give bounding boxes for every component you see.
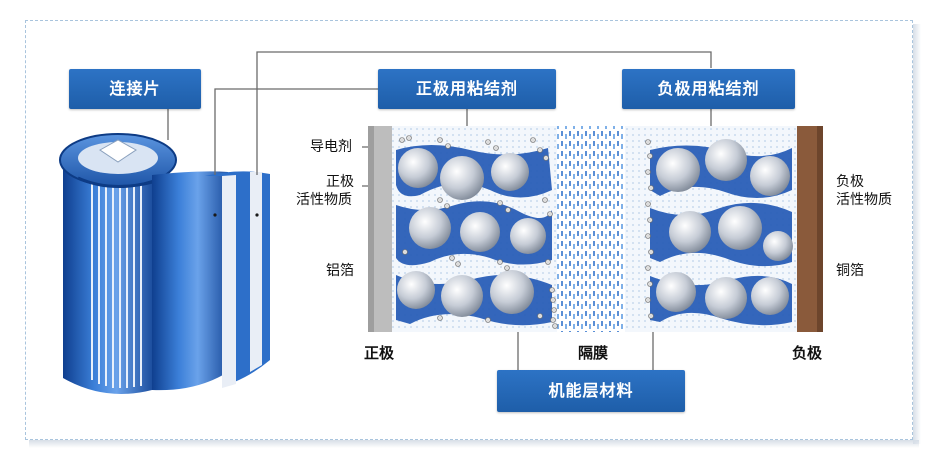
- connector-label-box: 连接片: [69, 69, 201, 109]
- functional-layer-label-box: 机能层材料: [497, 370, 685, 412]
- anode-active-annotation-line2: 活性物质: [836, 192, 892, 208]
- copper-foil-annotation: 铜箔: [836, 263, 864, 279]
- conductive-agent-annotation: 导电剂: [310, 139, 352, 155]
- frame-shadow-bottom: [29, 440, 919, 448]
- cathode-binder-label: 正极用粘结剂: [415, 79, 518, 98]
- cathode-active-annotation-line2: 活性物质: [296, 192, 352, 208]
- aluminum-foil-annotation: 铝箔: [326, 263, 354, 279]
- battery-cell-illustration: [59, 133, 270, 394]
- anode-active-annotation-line1: 负极: [836, 174, 864, 190]
- frame-shadow-right: [913, 24, 921, 444]
- electrode-cross-section: [368, 126, 823, 332]
- separator-label: 隔膜: [578, 344, 609, 362]
- connector-label: 连接片: [109, 79, 161, 98]
- anode-label: 负极: [792, 344, 823, 362]
- cathode-binder-label-box: 正极用粘结剂: [378, 69, 556, 109]
- functional-layer-label: 机能层材料: [548, 381, 634, 400]
- cathode-active-annotation-line1: 正极: [326, 174, 354, 190]
- cathode-label: 正极: [364, 344, 395, 362]
- anode-binder-label: 负极用粘结剂: [657, 79, 760, 98]
- anode-binder-label-box: 负极用粘结剂: [622, 69, 795, 109]
